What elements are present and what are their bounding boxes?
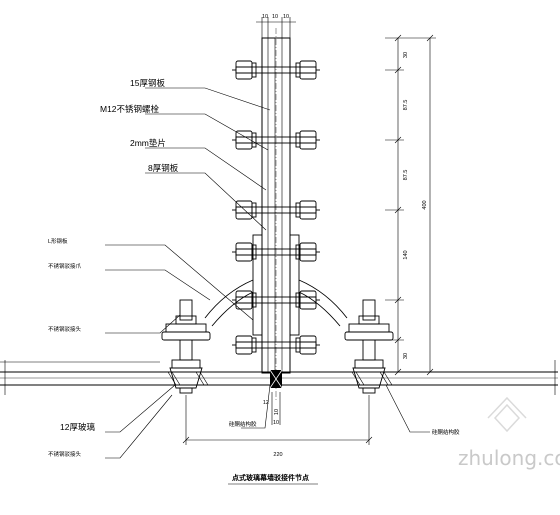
nut bbox=[299, 335, 317, 355]
dim-right-1: 30 bbox=[403, 52, 409, 58]
label-spider: 不锈钢驳接爪 bbox=[48, 262, 82, 270]
nut bbox=[299, 130, 317, 150]
label-2mm: 2mm垫片 bbox=[130, 138, 166, 148]
nut bbox=[299, 242, 317, 262]
bolt-row bbox=[232, 200, 320, 220]
dim-right-5: 30 bbox=[403, 353, 409, 359]
watermark-text: zhulong.com bbox=[458, 446, 560, 470]
nut bbox=[235, 242, 253, 262]
nut bbox=[235, 335, 253, 355]
dim-bottom-total: 220 bbox=[273, 452, 282, 458]
nut bbox=[235, 200, 253, 220]
bolt-row bbox=[232, 130, 320, 150]
nut bbox=[299, 200, 317, 220]
dim-bottom-2: 12 bbox=[263, 400, 269, 406]
dim-top-3: 10 bbox=[283, 14, 289, 20]
left-fitting bbox=[161, 299, 211, 394]
watermark-logo bbox=[487, 396, 527, 433]
leader-lines bbox=[105, 87, 430, 459]
dim-bottom-1: 10 bbox=[274, 409, 280, 415]
label-8: 8厚钢板 bbox=[148, 163, 179, 173]
dim-right-total: 400 bbox=[422, 200, 428, 209]
glass-hatch bbox=[167, 371, 393, 386]
bottom-dimensions bbox=[182, 392, 373, 445]
label-12: 12厚玻璃 bbox=[60, 422, 95, 432]
label-m12: M12不锈钢螺栓 bbox=[100, 104, 160, 114]
label-sealant-2: 硅酮结构胶 bbox=[432, 428, 460, 436]
drawing-title: 点式玻璃幕墙驳接件节点 bbox=[232, 473, 309, 482]
label-l-plate: L形钢板 bbox=[48, 237, 68, 245]
right-fitting bbox=[344, 299, 394, 394]
dim-top-1: 10 bbox=[262, 14, 268, 20]
spider-arms bbox=[204, 279, 348, 327]
glass-panels bbox=[0, 360, 558, 395]
bolt-group bbox=[232, 60, 320, 355]
dim-bottom-3: 10 bbox=[273, 420, 279, 426]
vertical-fin-plate bbox=[261, 28, 291, 400]
nut bbox=[235, 60, 253, 80]
right-dim-labels: 30 87.5 87.5 140 30 400 bbox=[403, 52, 428, 359]
label-fitting-2: 不锈钢驳接头 bbox=[48, 450, 82, 458]
dim-top-2: 10 bbox=[272, 14, 278, 20]
dim-right-4: 140 bbox=[403, 250, 409, 259]
bolt-row bbox=[232, 335, 320, 355]
top-dimensions bbox=[256, 17, 296, 38]
nut bbox=[299, 60, 317, 80]
dim-right-2: 87.5 bbox=[403, 100, 409, 111]
nut bbox=[235, 130, 253, 150]
bolt-row bbox=[232, 242, 320, 262]
label-15: 15厚钢板 bbox=[130, 78, 165, 88]
dim-right-3: 87.5 bbox=[403, 170, 409, 181]
l-steel-plates bbox=[252, 234, 300, 336]
label-sealant-1: 硅酮结构胶 bbox=[229, 420, 257, 428]
label-fitting: 不锈钢驳接头 bbox=[48, 325, 82, 333]
sealant-joint bbox=[269, 369, 283, 389]
bolt-row bbox=[232, 60, 320, 80]
right-dimensions bbox=[385, 34, 436, 376]
